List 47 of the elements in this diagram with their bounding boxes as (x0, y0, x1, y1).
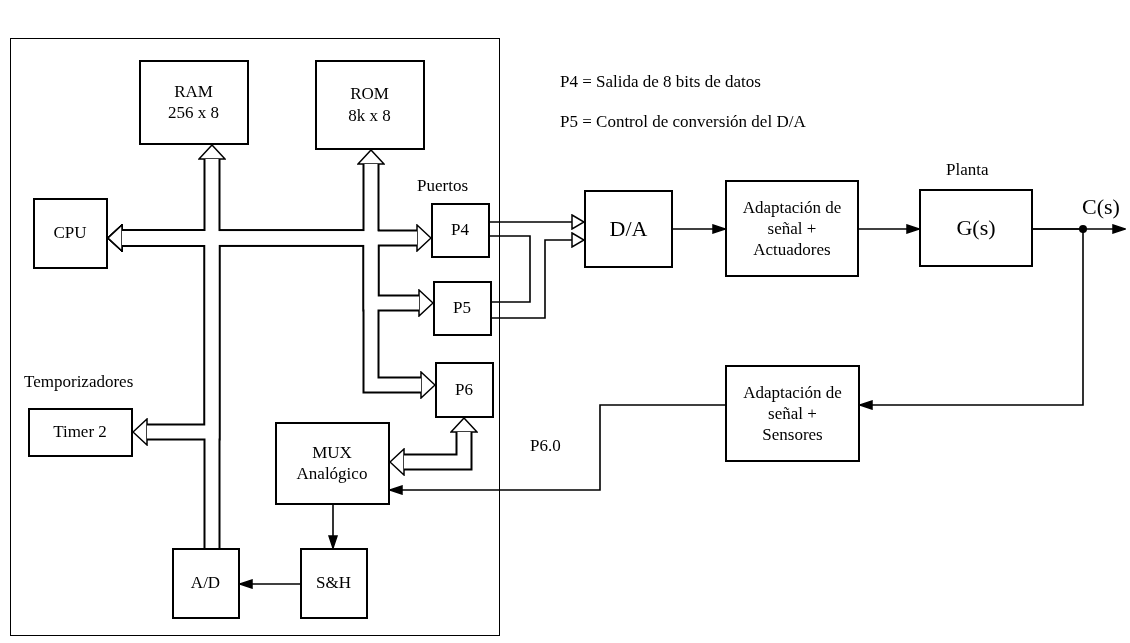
block-box (434, 361, 494, 418)
bus-arrow (107, 224, 221, 548)
block-box (725, 365, 860, 462)
block-label: Timer 2 (52, 421, 108, 443)
connector-line (489, 235, 531, 303)
arrow (489, 214, 585, 230)
block-box (138, 59, 249, 145)
arrow (672, 224, 726, 234)
block-label: S&H (315, 572, 352, 594)
chip-outline (10, 38, 500, 636)
block-box (171, 547, 240, 619)
block-caption: Planta (946, 160, 989, 180)
block-label: P4 (450, 219, 470, 241)
bus-arrow (389, 417, 478, 476)
arrow (389, 404, 726, 495)
block-box (274, 421, 390, 505)
block-label: MUX Analógico (295, 441, 369, 485)
block-label: CPU (52, 222, 88, 244)
block-label: RAM (173, 80, 214, 102)
block-label: G(s) (955, 214, 997, 242)
block-box (430, 202, 490, 258)
block-label: A/D (189, 572, 222, 594)
arrow (239, 579, 301, 589)
block-label: Adaptación de señal + Actuadores (741, 196, 843, 261)
arrow (858, 224, 920, 234)
block-label: P6 (454, 378, 474, 401)
block-label: Adaptación de señal + Sensores (742, 381, 843, 446)
arrow (859, 228, 1084, 410)
block-box (432, 280, 492, 336)
block-label: ROM (349, 83, 390, 105)
block-box (314, 59, 425, 150)
note-text: P5 = Control de conversión del D/A (560, 112, 806, 132)
block-label: P5 (452, 297, 472, 319)
block-box (725, 180, 859, 277)
block-box (919, 189, 1033, 267)
block-box (299, 547, 368, 619)
block-box (27, 407, 133, 457)
block-box (584, 190, 673, 268)
block-caption: Temporizadores (24, 372, 134, 392)
block-label: 256 x 8 (167, 102, 220, 124)
block-box (32, 197, 108, 269)
note-text: P4 = Salida de 8 bits de datos (560, 72, 761, 92)
block-label: 8k x 8 (347, 104, 392, 126)
arrow (328, 504, 338, 549)
arrow (491, 232, 585, 319)
block-label: D/A (608, 215, 649, 243)
group-label: Puertos (417, 176, 468, 196)
